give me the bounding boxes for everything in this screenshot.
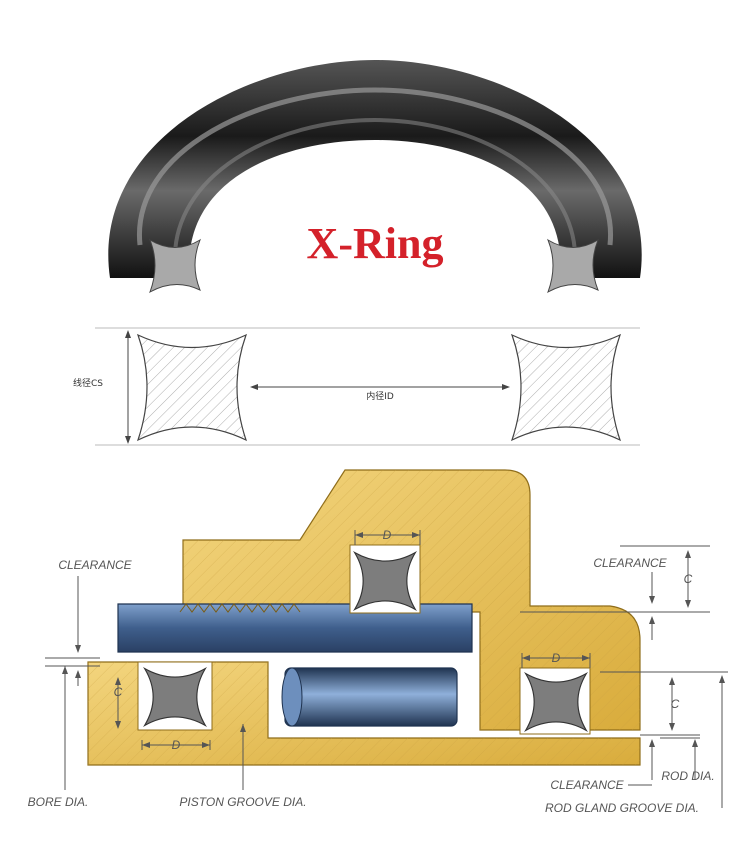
cs-label: 线径CS [73,377,103,389]
label-rod-dia: ROD DIA. [661,769,714,783]
x-ring-seal-right [525,672,587,732]
dimension-lines [45,530,728,808]
label-rod-gland-groove-dia: ROD GLAND GROOVE DIA. [545,801,699,815]
label-bore-dia: BORE DIA. [28,795,89,809]
x-profile-right [510,333,622,442]
dimension-arrows [62,532,725,748]
x-ring-seal-top [354,551,416,611]
label-clearance-bottom: CLEARANCE [550,778,624,792]
seal-assembly-illustration [87,469,641,766]
label-piston-groove-dia: PISTON GROOVE DIA. [179,795,306,809]
label-c-right-bottom: C [671,697,680,711]
x-ring-cross-section-right [546,238,600,294]
x-ring-3d-illustration [108,60,642,294]
piston-rod [284,667,458,727]
x-ring-cross-section-left [148,238,202,294]
label-c-right-top: C [684,572,693,586]
label-d-left: D [172,738,181,752]
label-d-top: D [383,528,392,542]
label-clearance-right-top: CLEARANCE [593,556,667,570]
label-d-right: D [552,651,561,665]
label-c-left: C [114,685,123,699]
x-ring-seal-left [144,667,206,727]
label-clearance-left: CLEARANCE [58,558,132,572]
diagram-title: X-Ring [307,219,444,268]
id-label: 内径ID [366,390,394,402]
x-profile-left [136,333,248,442]
cross-section-drawing [95,327,640,446]
